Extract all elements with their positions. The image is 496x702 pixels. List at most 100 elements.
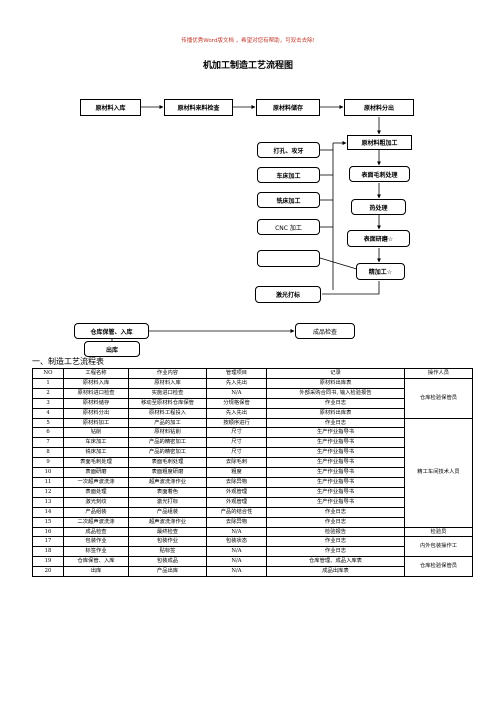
cell: 生产作业指导书 — [266, 427, 405, 439]
cell: 7 — [32, 437, 64, 449]
flow-node-laser-marking: 激光打标 — [255, 286, 321, 303]
cell: 检验报告 — [266, 526, 405, 538]
flow-node-empty — [257, 250, 320, 267]
cell: 15 — [32, 516, 64, 528]
cell: 原材料入库 — [63, 377, 129, 389]
header-control-item: 管理项目 — [206, 368, 267, 379]
header-process-name: 工程名称 — [63, 368, 129, 379]
cell: 二次超声波洗涤 — [63, 516, 129, 528]
cell: 包装成品 — [128, 556, 207, 568]
cell: 去除异物 — [206, 476, 267, 488]
cell: 产品的精密加工 — [128, 437, 207, 449]
cell: 生产作业指导书 — [266, 437, 405, 449]
cell: 19 — [32, 556, 64, 568]
cell: 表面研磨 — [63, 467, 129, 478]
cell: 10 — [32, 467, 64, 478]
flow-node-raw-material-storage: 原材料储存 — [256, 99, 320, 116]
cell: 16 — [32, 526, 64, 538]
cell: 产品的加工 — [128, 417, 207, 429]
cell: N/A — [206, 546, 267, 558]
cell: 作业日志 — [266, 536, 405, 548]
header-record: 记录 — [266, 368, 405, 379]
cell: 8 — [32, 447, 64, 459]
cell: 激光打标 — [128, 496, 207, 508]
cell: 去除异物 — [206, 516, 267, 528]
cell: 先入先出 — [206, 377, 267, 389]
cell: 18 — [32, 546, 64, 558]
cell: 生产作业指导书 — [266, 467, 405, 478]
cell: 产品的精密加工 — [128, 447, 207, 459]
cell: 外观管理 — [206, 486, 267, 498]
flow-node-raw-material-dispatch: 原材料分出 — [344, 99, 414, 116]
flow-node-lathe: 车床加工 — [257, 167, 320, 183]
cell: 尺寸 — [206, 437, 267, 449]
flow-node-rough-machining: 原材料粗加工 — [347, 135, 412, 150]
flow-node-heat-treatment: 热处理 — [351, 199, 406, 215]
operator-group-workshop: 精工车间技术人员 — [404, 417, 473, 528]
cell: 产品出库 — [128, 566, 207, 578]
cell: 成品出库表 — [266, 566, 405, 578]
cell: 原材料出库表 — [266, 407, 405, 419]
cell: 原材料进口检查 — [63, 387, 129, 399]
cell: 20 — [32, 566, 64, 578]
flow-node-dispatch: 出库 — [84, 341, 140, 357]
flow-node-cnc: CNC 加工 — [257, 219, 320, 235]
cell: 原材料钻削 — [128, 427, 207, 439]
cell: 钻削 — [63, 427, 129, 439]
cell: 作业日志 — [266, 546, 405, 558]
page-title: 机加工制造工艺流程图 — [202, 61, 293, 71]
cell: 11 — [32, 476, 64, 488]
cell: 生产作业指导书 — [266, 457, 405, 469]
cell: 包装状态 — [206, 536, 267, 548]
cell: 出库 — [63, 566, 129, 578]
cell: 尺寸 — [206, 427, 267, 439]
cell: 表面处理 — [63, 486, 129, 498]
cell: 分规格保管 — [206, 397, 267, 409]
cell: 3 — [32, 397, 64, 409]
flow-node-drilling-tapping: 打孔、攻牙 — [257, 142, 320, 158]
operator-inspector: 检验员 — [404, 526, 473, 538]
cell: 去除毛刺 — [206, 457, 267, 469]
flow-node-warehouse-storage: 仓库保管、入库 — [74, 323, 149, 339]
header-operator: 操作人员 — [404, 368, 473, 379]
operator-group-warehouse: 仓库检验保管员 — [404, 377, 473, 419]
cell: 原材料出库表 — [266, 377, 405, 389]
cell: 9 — [32, 457, 64, 469]
cell: 产品的结合性 — [206, 506, 267, 518]
section-title: 一、制造工艺流程表 — [32, 357, 104, 366]
flow-node-surface-deburring: 表面毛刺处理 — [349, 166, 410, 182]
cell: 激光刻纹 — [63, 496, 129, 508]
flow-node-final-inspection: 成品检查 — [295, 323, 355, 339]
cell: 原材料储存 — [63, 397, 129, 409]
cell: 作业日志 — [266, 417, 405, 429]
cell: 最终检查 — [128, 526, 207, 538]
flow-node-fine-machining: 精加工☆ — [356, 263, 405, 280]
flow-node-raw-material-receiving: 原材料入库 — [80, 99, 141, 116]
cell: 尺寸 — [206, 447, 267, 459]
cell: 实施进口检查 — [128, 387, 207, 399]
cell: 移动至原材料仓库保管 — [128, 397, 207, 409]
cell: 12 — [32, 486, 64, 498]
cell: 外部采购合同书, 输入检验报告 — [266, 387, 405, 399]
cell: 贴标签 — [128, 546, 207, 558]
cell: 原材料工程投入 — [128, 407, 207, 419]
cell: 作业日志 — [266, 397, 405, 409]
cell: 先入先出 — [206, 407, 267, 419]
cell: 仓库管理、成品入库表 — [266, 556, 405, 568]
cell: 作业日志 — [266, 506, 405, 518]
cell: 成品检查 — [63, 526, 129, 538]
cell: 2 — [32, 387, 64, 399]
cell: 13 — [32, 496, 64, 508]
cell: 包装作业 — [63, 536, 129, 548]
flowchart-connectors — [110, 105, 381, 353]
cell: 车床加工 — [63, 437, 129, 449]
